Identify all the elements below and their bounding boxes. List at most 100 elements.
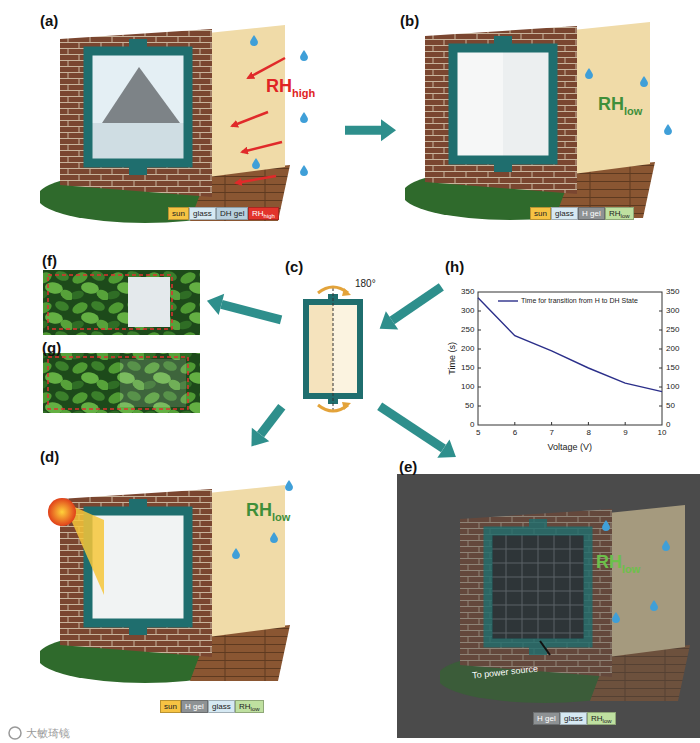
leaf-photo: [43, 270, 200, 335]
layer-subscript: low: [251, 706, 260, 712]
layer-subscript: low: [603, 718, 612, 724]
frosted-glass: [457, 52, 549, 156]
layer-cell: glass: [189, 207, 216, 220]
droplet: [662, 540, 670, 551]
droplets: [232, 480, 293, 559]
layer-cell: RHlow: [587, 712, 616, 725]
electrode-grid: [492, 535, 584, 639]
droplet: [232, 548, 240, 559]
window-frame: [488, 519, 588, 655]
axis-tick: 9: [623, 428, 627, 438]
layer-name: DH gel: [220, 209, 244, 218]
axis-tick: 300: [461, 306, 474, 316]
axis-tick: 350: [666, 287, 679, 297]
red-arrow: [236, 176, 276, 183]
droplet: [300, 50, 308, 61]
layer-name: RH: [239, 702, 251, 711]
droplet: [650, 600, 658, 611]
layer-cell: DH gel: [216, 207, 248, 220]
layer-cell: RHhigh: [248, 207, 279, 220]
layer-cell: RHlow: [235, 700, 264, 713]
photo-f: [43, 270, 200, 335]
layer-name: H gel: [185, 702, 204, 711]
layer-name: RH: [609, 209, 621, 218]
flow-arrow: [380, 287, 442, 330]
sun-beam: [70, 505, 104, 595]
window-half: [333, 305, 357, 393]
panel-frame: (g): [40, 339, 205, 414]
legend-text: Time for transition from H to DH State: [521, 297, 638, 305]
axis-tick: 250: [666, 325, 679, 335]
humidity-label: RH: [596, 552, 622, 574]
droplets: [250, 35, 308, 176]
droplet: [252, 158, 260, 169]
axis-tick: 50: [666, 401, 675, 411]
humidity-subscript: low: [624, 105, 642, 118]
axis-tick: 100: [461, 382, 474, 392]
watermark-icon: [9, 727, 21, 739]
arrowhead: [207, 294, 224, 315]
layer-cell: glass: [551, 207, 578, 220]
arrow-shaft: [261, 407, 282, 435]
layer-name: H gel: [537, 714, 556, 723]
droplet: [585, 68, 593, 79]
watermark: 大敏琦镜: [26, 727, 70, 740]
axis-tick: 10: [658, 428, 667, 438]
layer-cell: sun: [160, 700, 181, 713]
red-arrow: [242, 142, 282, 152]
house-wall: [37, 25, 290, 223]
arrowhead: [381, 119, 396, 141]
layer-cell: sun: [530, 207, 551, 220]
droplet: [285, 480, 293, 491]
scene-d: [37, 485, 290, 683]
data-line: [478, 298, 662, 392]
house-wall: [402, 22, 655, 220]
layer-name: glass: [555, 209, 574, 218]
plot-frame: [478, 292, 662, 425]
red-arrow: [248, 58, 285, 78]
clear-glass: [92, 55, 184, 159]
axis-tick: 5: [476, 428, 480, 438]
window-frame: [453, 36, 553, 172]
layer-name: glass: [193, 209, 212, 218]
interior-floor: [92, 123, 184, 159]
axis-title: Voltage (V): [548, 442, 593, 453]
droplet: [300, 165, 308, 176]
panel-label: (a): [40, 12, 58, 29]
layer-cell: sun: [168, 207, 189, 220]
axis-tick: 7: [550, 428, 554, 438]
droplet: [640, 76, 648, 87]
interior-lamp: [102, 67, 180, 123]
panel-label: (g): [42, 339, 61, 356]
axis-tick: 0: [470, 420, 474, 430]
panel-label: (d): [40, 448, 59, 465]
rotating-window: [306, 287, 360, 411]
arrowhead: [437, 439, 456, 457]
axis-tick: 150: [461, 363, 474, 373]
rotation-arrowhead: [342, 402, 351, 410]
axis-tick: 50: [465, 401, 474, 411]
flow-arrow: [251, 407, 281, 447]
panel-frame: (b)sunglassH gelRHlow: [398, 12, 695, 227]
layer-name: glass: [564, 714, 583, 723]
scene-a: [37, 25, 290, 223]
layer-name: sun: [534, 209, 547, 218]
layer-name: RH: [252, 209, 264, 218]
photo-g: [43, 353, 200, 413]
flow-arrow: [207, 294, 281, 320]
flow-arrow: [345, 119, 396, 141]
dashed-outline: [48, 357, 188, 409]
sun: [48, 498, 76, 526]
panel-frame: (e)H gelglassRHlow: [397, 458, 700, 740]
arrow-shaft: [345, 126, 381, 135]
humidity-label: RH: [246, 500, 272, 522]
tick-marks: [478, 311, 662, 425]
rotation-angle: 180°: [355, 278, 376, 290]
leaf-photo: [43, 353, 200, 413]
panel-frame: (a) sun glass DH gel RHhigh: [38, 12, 343, 227]
chart: [478, 292, 662, 425]
axis-tick: 100: [666, 382, 679, 392]
droplet: [250, 35, 258, 46]
red-arrow: [232, 112, 268, 126]
